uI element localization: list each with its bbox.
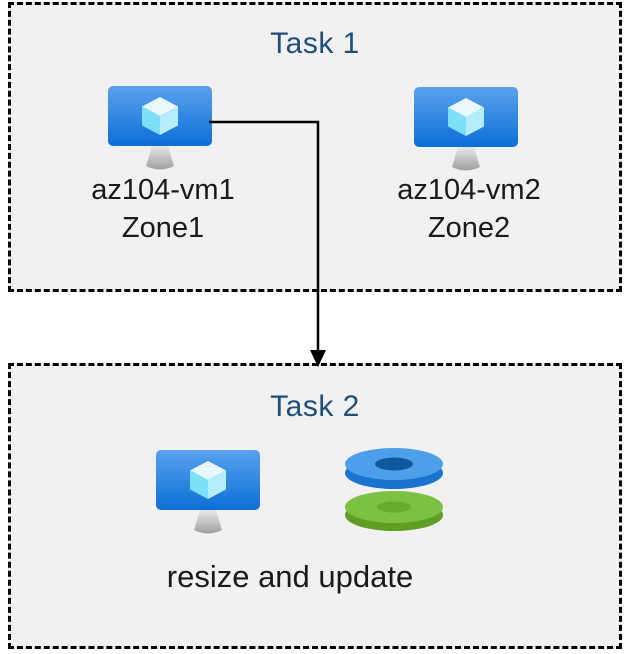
vm2-zone-label: Zone2 [427, 212, 511, 244]
virtual-machine-icon [108, 86, 212, 172]
task1-title: Task 1 [270, 27, 360, 60]
task2-title: Task 2 [270, 390, 360, 423]
virtual-machine-icon [156, 450, 260, 536]
virtual-machine-icon [414, 87, 518, 173]
vm1-name-label: az104-vm1 [91, 174, 235, 206]
vm1-zone-label: Zone1 [121, 212, 205, 244]
vm2-name-label: az104-vm2 [397, 174, 541, 206]
task2-box: Task 2 resize and update [8, 363, 622, 649]
vm1-label: az104-vm1 Zone1 [53, 171, 273, 247]
task2-caption: resize and update [166, 559, 414, 594]
disks-icon [341, 443, 447, 533]
vm2-label: az104-vm2 Zone2 [359, 171, 579, 247]
task1-box: Task 1 az104-vm1 Zone1 az104-vm2 Zone2 [8, 2, 622, 292]
